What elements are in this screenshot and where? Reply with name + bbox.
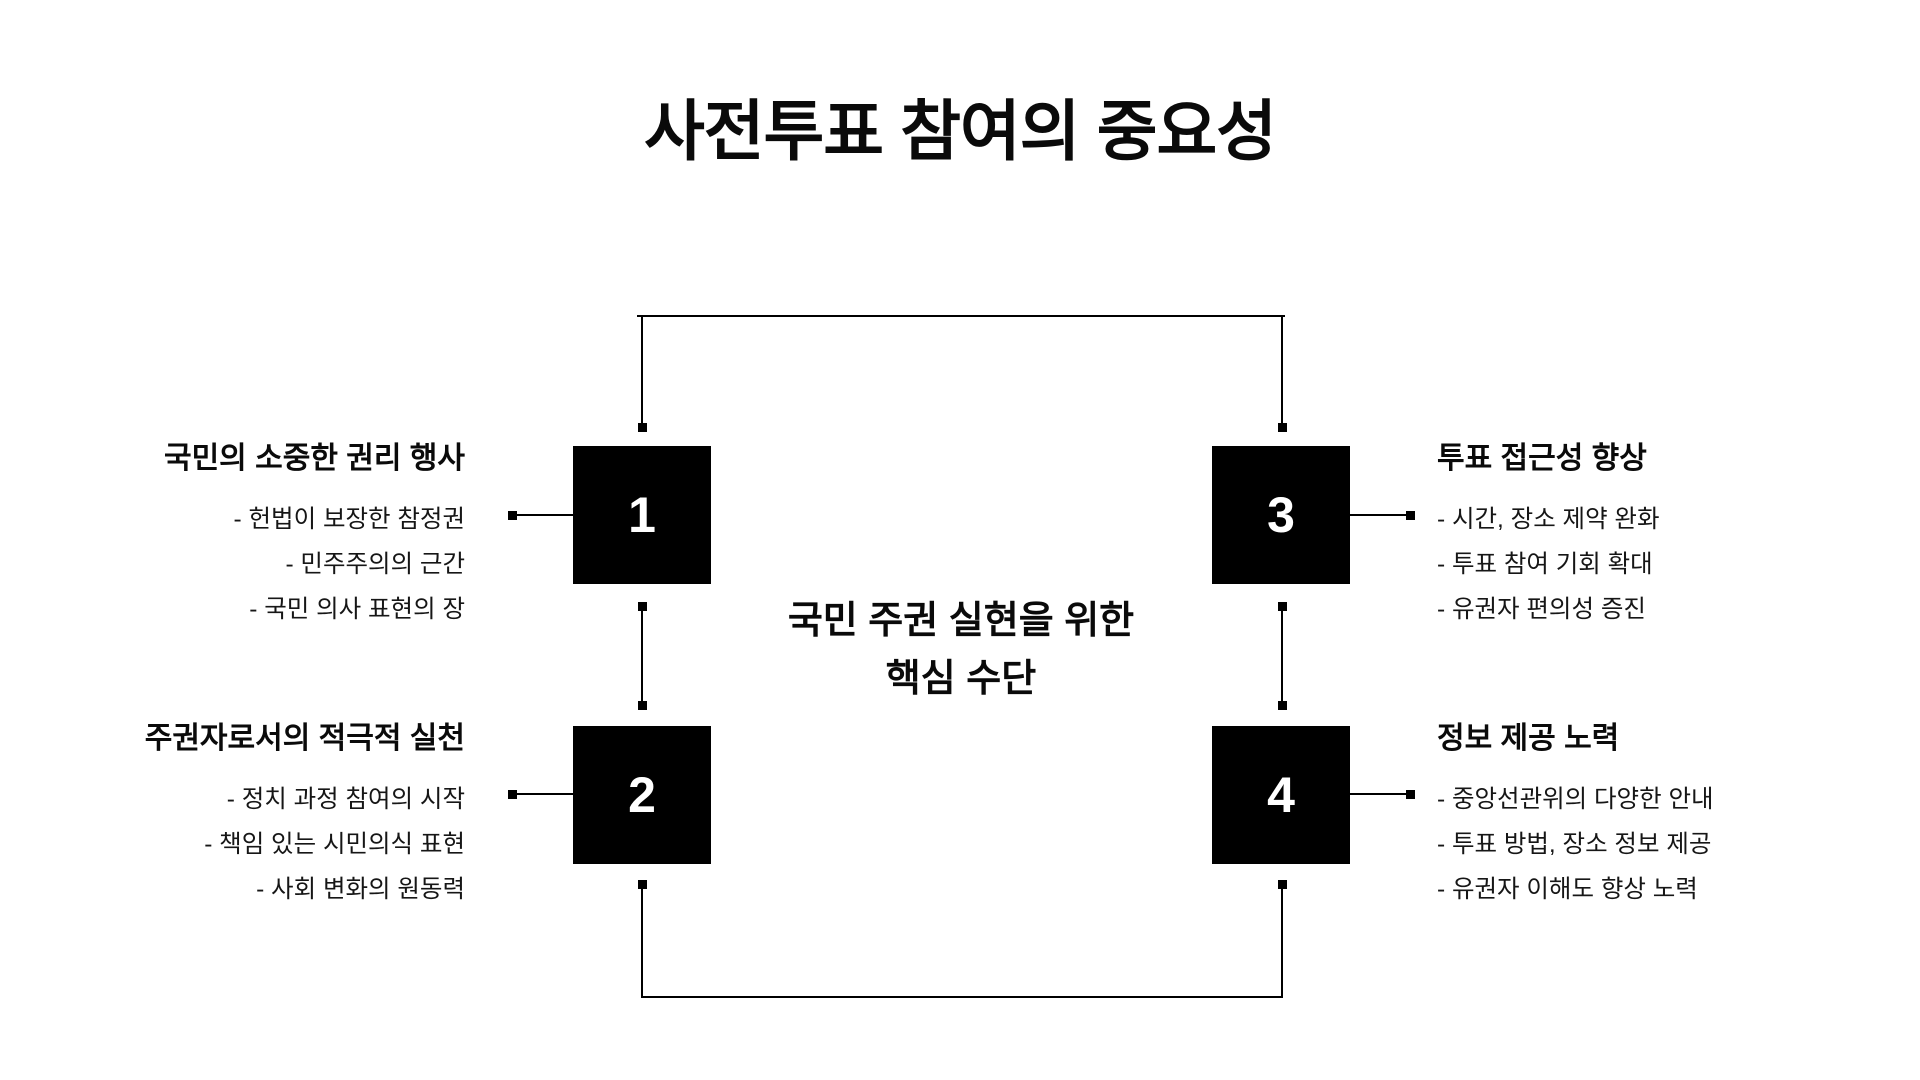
item-heading-2: 주권자로서의 적극적 실천: [144, 722, 465, 755]
item-bullets-3: - 시간, 장소 제약 완화 - 투표 참여 기회 확대 - 유권자 편의성 증…: [1437, 497, 1837, 632]
arrow-endpoint-box1-bottom: [638, 602, 647, 611]
arrow-endpoint-box2-label: [508, 790, 517, 799]
step-number-1: 1: [628, 487, 656, 543]
center-label: 국민 주권 실현을 위한 핵심 수단: [661, 592, 1261, 708]
item-bullets-4: - 중앙선관위의 다양한 안내 - 투표 방법, 장소 정보 제공 - 유권자 …: [1437, 777, 1837, 912]
item-bullet: - 국민 의사 표현의 장: [249, 596, 465, 623]
item-heading-1: 국민의 소중한 권리 행사: [163, 442, 465, 475]
connector-top-horizontal: [637, 315, 1285, 317]
connector-1-2-vertical: [641, 611, 643, 701]
item-bullet: - 투표 참여 기회 확대: [1437, 551, 1653, 578]
item-bullet: - 책임 있는 시민의식 표현: [204, 831, 465, 858]
item-bullet: - 시간, 장소 제약 완화: [1437, 506, 1660, 533]
arrow-endpoint-box3-bottom: [1278, 602, 1287, 611]
arrow-endpoint-box4-label: [1406, 790, 1415, 799]
connector-bottom-right-vertical: [1281, 889, 1283, 998]
label-group-2: 주권자로서의 적극적 실천 - 정치 과정 참여의 시작 - 책임 있는 시민의…: [65, 718, 465, 912]
item-bullet: - 유권자 편의성 증진: [1437, 596, 1646, 623]
item-bullets-1: - 헌법이 보장한 참정권 - 민주주의의 근간 - 국민 의사 표현의 장: [65, 497, 465, 632]
step-box-2: 2: [573, 726, 711, 864]
item-bullet: - 투표 방법, 장소 정보 제공: [1437, 831, 1712, 858]
center-label-line2: 핵심 수단: [885, 658, 1037, 700]
connector-3-4-vertical: [1281, 611, 1283, 701]
item-bullet: - 헌법이 보장한 참정권: [233, 506, 465, 533]
item-bullet: - 민주주의의 근간: [285, 551, 465, 578]
item-bullet: - 중앙선관위의 다양한 안내: [1437, 786, 1714, 813]
page-title: 사전투표 참여의 중요성: [644, 94, 1277, 168]
label-group-1: 국민의 소중한 권리 행사 - 헌법이 보장한 참정권 - 민주주의의 근간 -…: [65, 438, 465, 632]
item-bullets-2: - 정치 과정 참여의 시작 - 책임 있는 시민의식 표현 - 사회 변화의 …: [65, 777, 465, 912]
arrow-endpoint-box4-top: [1278, 701, 1287, 710]
connector-top-left-vertical: [641, 315, 643, 423]
item-bullet: - 정치 과정 참여의 시작: [226, 786, 465, 813]
arrow-endpoint-bottom-box4: [1278, 880, 1287, 889]
connector-top-right-vertical: [1281, 315, 1283, 423]
arrow-endpoint-top-box1: [638, 423, 647, 432]
step-number-2: 2: [628, 767, 656, 823]
arrow-endpoint-box3-label: [1406, 511, 1415, 520]
label-group-4: 정보 제공 노력 - 중앙선관위의 다양한 안내 - 투표 방법, 장소 정보 …: [1437, 718, 1837, 912]
arrow-endpoint-top-box3: [1278, 423, 1287, 432]
step-box-3: 3: [1212, 446, 1350, 584]
label-group-3: 투표 접근성 향상 - 시간, 장소 제약 완화 - 투표 참여 기회 확대 -…: [1437, 438, 1837, 632]
arrow-line-box2-label: [517, 793, 573, 795]
arrow-line-box3-label: [1350, 514, 1406, 516]
arrow-endpoint-box2-top: [638, 701, 647, 710]
item-heading-3: 투표 접근성 향상: [1437, 442, 1647, 475]
connector-bottom-left-vertical: [641, 889, 643, 998]
step-box-4: 4: [1212, 726, 1350, 864]
connector-bottom-horizontal: [641, 996, 1283, 998]
item-bullet: - 유권자 이해도 향상 노력: [1437, 876, 1698, 903]
center-label-line1: 국민 주권 실현을 위한: [787, 600, 1135, 642]
step-number-4: 4: [1267, 767, 1295, 823]
arrow-endpoint-box1-label: [508, 511, 517, 520]
item-heading-4: 정보 제공 노력: [1437, 722, 1620, 755]
arrow-line-box1-label: [517, 514, 573, 516]
item-bullet: - 사회 변화의 원동력: [256, 876, 465, 903]
arrow-line-box4-label: [1350, 793, 1406, 795]
step-box-1: 1: [573, 446, 711, 584]
arrow-endpoint-bottom-box2: [638, 880, 647, 889]
step-number-3: 3: [1267, 487, 1295, 543]
